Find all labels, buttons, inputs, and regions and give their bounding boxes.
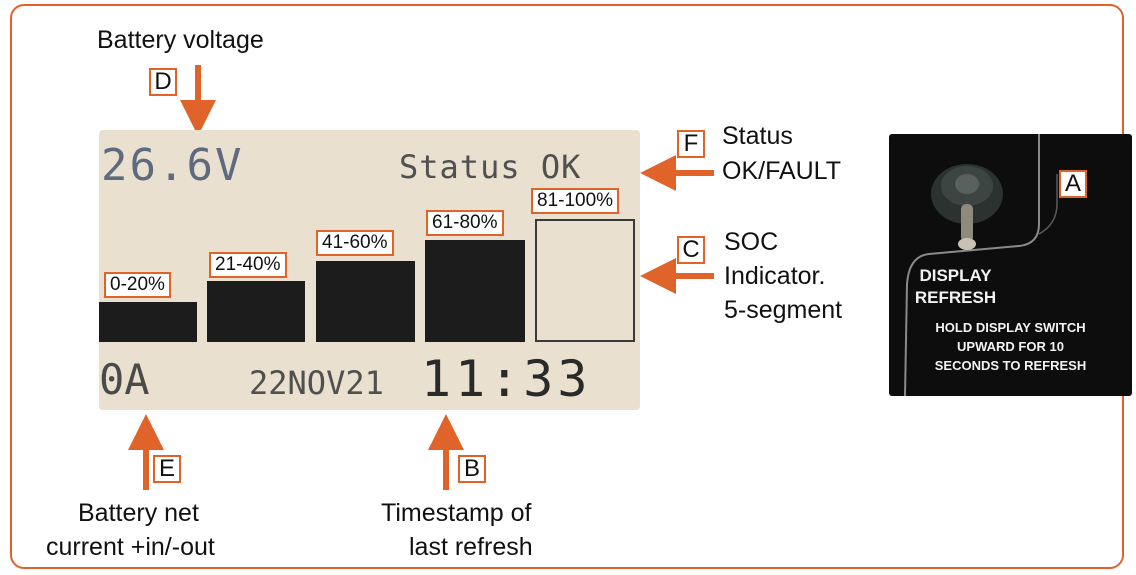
soc-label-21-40: 21-40% [209,252,287,278]
soc-label-81-100: 81-100% [531,188,620,214]
lcd-voltage: 26.6V [101,140,244,191]
battery-voltage-callout: Battery voltage [97,26,264,54]
switch-instruction-line1: HOLD DISPLAY SWITCH [935,320,1086,335]
letter-f: F [677,130,705,158]
lcd-display: 26.6V Status OK 0A 22NOV21 11:33 [99,130,640,410]
lcd-current: 0A [99,355,150,404]
timestamp-callout-line1: Timestamp of [381,499,532,527]
net-current-callout-line1: Battery net [78,499,199,527]
lcd-status: Status OK [399,148,582,186]
soc-segment-2 [207,281,305,342]
switch-instruction-line3: SECONDS TO REFRESH [934,358,1087,373]
letter-a: A [1059,170,1087,198]
soc-label-0-20: 0-20% [104,272,171,298]
soc-callout-line2: Indicator. [724,262,826,290]
display-refresh-switch-panel: A DISPLAY REFRESH HOLD DISPLAY SWITCH UP… [889,134,1132,396]
net-current-callout-line2: current +in/-out [46,533,215,561]
status-callout-line1: Status [722,122,793,150]
switch-label-line1: DISPLAY [919,266,992,285]
timestamp-callout-line2: last refresh [409,533,533,561]
soc-label-61-80: 61-80% [426,210,504,236]
switch-instruction-line2: UPWARD FOR 10 [957,339,1064,354]
lcd-date: 22NOV21 [249,364,384,402]
letter-e: E [153,455,181,483]
letter-d: D [149,68,177,96]
soc-label-41-60: 41-60% [316,230,394,256]
letter-b: B [458,455,486,483]
soc-segment-5 [535,219,635,342]
soc-segment-3 [316,261,415,342]
soc-callout-line3: 5-segment [724,296,843,324]
soc-segment-1 [99,302,197,342]
letter-c: C [677,236,705,264]
switch-label-line2: REFRESH [914,288,997,307]
toggle-switch-icon [904,134,1058,396]
soc-segment-4 [425,240,525,342]
status-callout-line2: OK/FAULT [722,157,842,185]
lcd-time: 11:33 [421,350,592,408]
soc-callout-line1: SOC [724,228,779,256]
